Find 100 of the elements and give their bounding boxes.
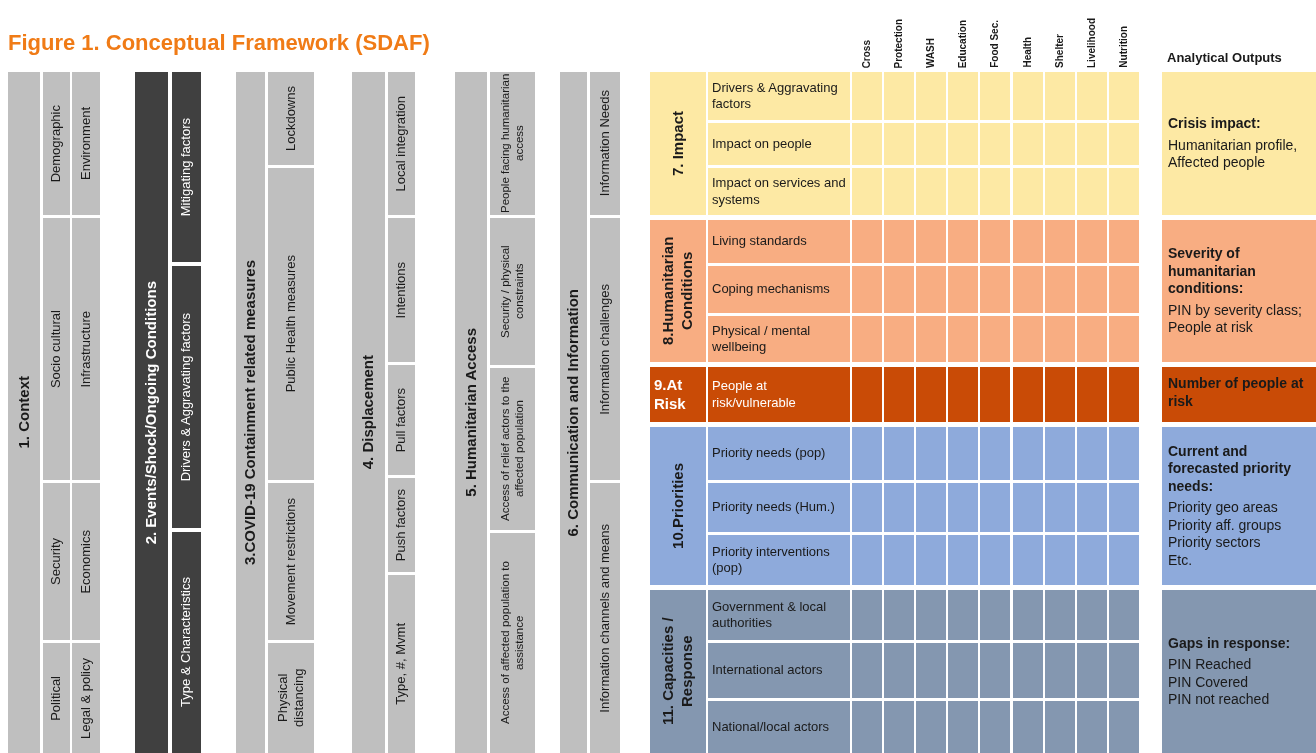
section-header [650, 72, 706, 215]
output-text: PIN by severity class; [1168, 301, 1302, 320]
category-label: Drivers & Aggravating factors [712, 79, 839, 113]
column-header: Nutrition [1118, 26, 1129, 68]
category-cell [590, 72, 620, 215]
header-text: 3.COVID-19 Containment related measures [241, 259, 260, 566]
category-cell [708, 168, 850, 215]
category-cell [708, 701, 850, 753]
category-label: Type, #, Mvmt [393, 623, 410, 705]
section-header [650, 427, 706, 585]
category-cell [388, 478, 415, 572]
category-label: Priority needs (Hum.) [712, 499, 835, 516]
column-header: Education [958, 19, 969, 68]
category-label: Physical distancing [274, 667, 307, 730]
output-text: People at risk [1168, 319, 1253, 337]
category-label: People facing humanitarian access [498, 72, 527, 215]
category-cell [590, 483, 620, 753]
category-label: Information challenges [596, 283, 613, 415]
category-cell [708, 220, 850, 263]
category-label: Mitigating factors [178, 117, 195, 217]
output-text: PIN Reached [1168, 656, 1252, 674]
header-text: 2. Events/Shock/Ongoing Conditions [142, 280, 161, 545]
category-cell [388, 365, 415, 475]
header-text: 8.Humanitarian Conditions [659, 235, 696, 348]
section-header [650, 590, 706, 753]
column-header: Health [1022, 37, 1033, 68]
header-text: 9.At Risk [654, 375, 687, 414]
category-label: Government & local authorities [712, 598, 828, 632]
category-cell [43, 643, 70, 753]
category-label: Access of affected population to assistance [498, 560, 527, 727]
category-label: Public Health measures [282, 255, 299, 393]
category-label: Local integration [393, 95, 410, 192]
category-label: Impact on people [712, 135, 812, 153]
output-text: Humanitarian profile, Affected people [1168, 136, 1299, 172]
header-text: 5. Humanitarian Access [461, 328, 480, 497]
category-cell [708, 643, 850, 698]
figure-title: Figure 1. Conceptual Framework (SDAF) [8, 32, 430, 54]
header-text: 6. Communication and Information [564, 288, 583, 537]
section-header [352, 72, 385, 753]
header-text: 7. Impact [668, 111, 687, 176]
output-text: Etc. [1168, 551, 1193, 570]
output-text: Priority aff. groups [1168, 516, 1282, 535]
category-cell [708, 266, 850, 313]
category-cell [72, 643, 100, 753]
category-cell [43, 72, 70, 215]
category-label: Intentions [393, 261, 410, 319]
category-cell [490, 72, 535, 215]
category-label: Push factors [393, 488, 410, 562]
column-header: Protection [894, 18, 905, 68]
category-cell [43, 483, 70, 640]
output-panel [1162, 72, 1316, 215]
category-label: Environment [77, 107, 94, 180]
category-label: Access of relief actors to the affected population [498, 375, 527, 524]
category-cell [490, 368, 535, 530]
category-label: Security / physical constraints [498, 244, 527, 340]
category-label: Infrastructure [77, 310, 94, 388]
section-header [650, 367, 706, 422]
category-label: Information Needs [596, 90, 613, 197]
output-heading: Crisis impact: [1168, 115, 1261, 133]
output-text: PIN Covered [1168, 673, 1249, 691]
category-label: Legal & policy [77, 657, 94, 739]
category-label: Priority needs (pop) [712, 445, 826, 462]
column-header: Livelihood [1086, 18, 1097, 68]
category-label: Security [48, 538, 65, 585]
header-text: 1. Context [14, 376, 33, 449]
category-cell [72, 483, 100, 640]
output-text: Priority geo areas [1168, 499, 1278, 517]
section-header [560, 72, 587, 753]
column-header: Food Sec. [990, 20, 1001, 68]
category-cell [268, 72, 314, 165]
category-cell [708, 72, 850, 120]
category-cell [708, 367, 850, 422]
header-text: 10.Priorities [668, 463, 687, 549]
category-cell [490, 533, 535, 753]
output-heading: Severity of humanitarian conditions: [1168, 245, 1257, 298]
section-header [236, 72, 265, 753]
output-heading: Current and forecasted priority needs: [1168, 442, 1292, 496]
header-text: 11. Capacities / Response [659, 616, 696, 728]
output-panel [1162, 367, 1316, 422]
category-cell [268, 168, 314, 480]
column-header: Analytical Outputs [1167, 49, 1282, 67]
category-label: Economics [77, 529, 94, 594]
category-cell [172, 532, 201, 753]
category-label: Demographic [48, 104, 65, 183]
column-header: WASH [926, 38, 937, 68]
category-cell [172, 266, 201, 528]
category-label: Priority interventions (pop) [712, 543, 831, 577]
category-cell [172, 72, 201, 262]
category-label: Information channels and means [596, 523, 613, 713]
category-cell [490, 218, 535, 365]
category-cell [708, 590, 850, 640]
category-label: Socio cultural [48, 309, 65, 388]
category-label: Political [48, 675, 65, 721]
category-label: Movement restrictions [282, 497, 299, 626]
category-cell [43, 218, 70, 480]
output-panel [1162, 220, 1316, 362]
category-label: Pull factors [393, 387, 410, 453]
category-label: Lockdowns [282, 85, 299, 151]
section-header [455, 72, 487, 753]
category-label: People at risk/vulnerable [712, 378, 797, 411]
